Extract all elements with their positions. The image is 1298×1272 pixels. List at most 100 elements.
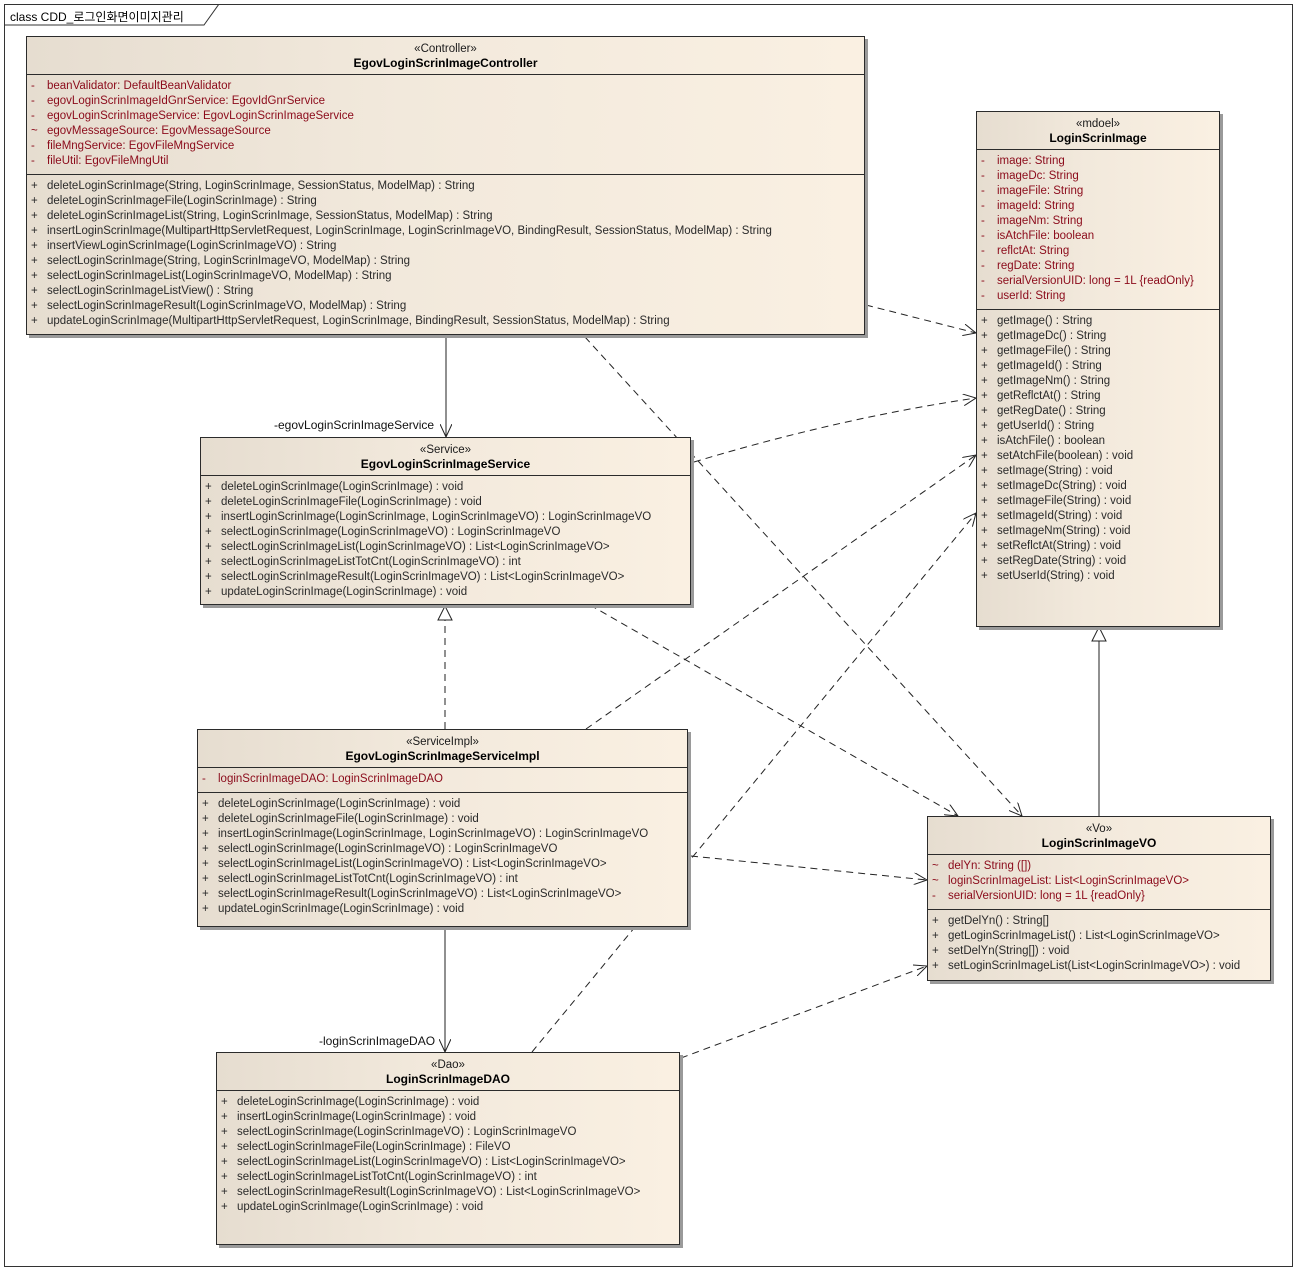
visibility-marker: + — [31, 195, 38, 207]
operation-text: deleteLoginScrinImageFile(LoginScrinImag… — [47, 195, 317, 207]
operation-text: deleteLoginScrinImage(LoginScrinImage) :… — [218, 798, 461, 810]
operation-row: +selectLoginScrinImageList(LoginScrinIma… — [198, 857, 687, 872]
operation-text: insertLoginScrinImage(LoginScrinImage, L… — [218, 828, 649, 840]
attribute-row: -imageNm: String — [977, 214, 1219, 229]
attribute-row: -imageDc: String — [977, 169, 1219, 184]
operation-text: selectLoginScrinImage(LoginScrinImageVO)… — [221, 526, 561, 538]
class-name: EgovLoginScrinImageServiceImpl — [345, 749, 540, 763]
operation-text: selectLoginScrinImage(LoginScrinImageVO)… — [218, 843, 558, 855]
visibility-marker: - — [31, 140, 35, 152]
visibility-marker: + — [202, 813, 209, 825]
operation-row: + deleteLoginScrinImageFile(LoginScrinIma… — [27, 194, 864, 209]
operation-text: getReflctAt() : String — [997, 390, 1101, 402]
attribute-row: -beanValidator: DefaultBeanValidator — [27, 79, 864, 94]
visibility-marker: + — [981, 345, 988, 357]
operation-row: +getImage() : String — [977, 314, 1219, 329]
class-header: «Controller» EgovLoginScrinImageControll… — [27, 37, 864, 75]
attribute-text: delYn: String ([]) — [948, 860, 1032, 872]
stereotype: «mdoel» — [1075, 118, 1121, 130]
visibility-marker: + — [932, 930, 939, 942]
operation-text: deleteLoginScrinImageList(String, LoginS… — [47, 210, 493, 222]
class-model[interactable]: «mdoel» LoginScrinImage -image: String-i… — [976, 111, 1220, 627]
visibility-marker: + — [981, 420, 988, 432]
visibility-marker: - — [31, 80, 35, 92]
attribute-row: -egovLoginScrinImageIdGnrService: EgovId… — [27, 94, 864, 109]
attribute-row: -fileUtil: EgovFileMngUtil — [27, 154, 864, 169]
visibility-marker: + — [981, 510, 988, 522]
attribute-row: ~egovMessageSource: EgovMessageSource — [27, 124, 864, 139]
class-name: LoginScrinImageDAO — [385, 1072, 510, 1086]
visibility-marker: + — [202, 873, 209, 885]
visibility-marker: + — [202, 903, 209, 915]
visibility-marker: + — [205, 556, 212, 568]
visibility-marker: + — [205, 586, 212, 598]
attribute-text: fileUtil: EgovFileMngUtil — [47, 155, 169, 167]
dep-serviceimpl-model — [585, 455, 976, 730]
operation-text: selectLoginScrinImageListView() : String — [47, 285, 254, 297]
visibility-marker: - — [981, 185, 985, 197]
operation-row: +selectLoginScrinImageList(LoginScrinIma… — [201, 540, 690, 555]
visibility-marker: + — [981, 525, 988, 537]
operation-text: setAtchFile(boolean) : void — [997, 450, 1134, 462]
attribute-row: -fileMngService: EgovFileMngService — [27, 139, 864, 154]
operation-row: +updateLoginScrinImage(LoginScrinImage) … — [198, 902, 687, 917]
operation-text: setImageId(String) : void — [997, 510, 1123, 522]
visibility-marker: + — [981, 450, 988, 462]
operations-section: +deleteLoginScrinImage(LoginScrinImage) … — [217, 1091, 679, 1220]
operation-row: + selectLoginScrinImage(String, LoginScri… — [27, 254, 864, 269]
attribute-row: -serialVersionUID: long = 1L {readOnly} — [977, 274, 1219, 289]
operation-text: setImageFile(String) : void — [997, 495, 1132, 507]
class-service-impl[interactable]: «ServiceImpl» EgovLoginScrinImageService… — [197, 729, 688, 927]
operation-row: +getLoginScrinImageList() : List<LoginSc… — [928, 929, 1270, 944]
operation-row: + setImageId(String) : void — [977, 509, 1219, 524]
visibility-marker: + — [932, 960, 939, 972]
attribute-row: -egovLoginScrinImageService: EgovLoginSc… — [27, 109, 864, 124]
class-header: «Vo» LoginScrinImageVO — [928, 817, 1270, 855]
operation-row: + selectLoginScrinImage(LoginScrinImageVO… — [198, 842, 687, 857]
operation-text: selectLoginScrinImageList(LoginScrinImag… — [47, 270, 392, 282]
visibility-marker: ~ — [932, 875, 939, 887]
operation-text: getRegDate() : String — [997, 405, 1106, 417]
operation-text: selectLoginScrinImageResult(LoginScrinIm… — [47, 300, 407, 312]
operation-text: setUserId(String) : void — [997, 570, 1115, 582]
class-dao[interactable]: «Dao» LoginScrinImageDAO +deleteLoginScr… — [216, 1052, 680, 1245]
class-service[interactable]: «Service» EgovLoginScrinImageService +de… — [200, 437, 691, 605]
visibility-marker: + — [205, 541, 212, 553]
visibility-marker: + — [221, 1186, 228, 1198]
visibility-marker: + — [981, 435, 988, 447]
visibility-marker: + — [221, 1096, 228, 1108]
attribute-text: loginScrinImageList: List<LoginScrinImag… — [948, 875, 1189, 887]
class-vo[interactable]: «Vo» LoginScrinImageVO ~ delYn: String ([… — [927, 816, 1271, 981]
attribute-text: egovMessageSource: EgovMessageSource — [47, 125, 271, 137]
visibility-marker: + — [202, 843, 209, 855]
attribute-row: -regDate: String — [977, 259, 1219, 274]
operation-row: +deleteLoginScrinImage(LoginScrinImage) … — [217, 1095, 679, 1110]
class-name: EgovLoginScrinImageService — [360, 457, 531, 471]
operation-text: insertLoginScrinImage(MultipartHttpServl… — [47, 225, 772, 237]
operation-row: +isAtchFile() : boolean — [977, 434, 1219, 449]
dep-service-model — [693, 398, 976, 463]
visibility-marker: - — [202, 773, 206, 785]
role-label-service: -egovLoginScrinImageService — [274, 418, 435, 432]
operation-row: + setAtchFile(boolean) : void — [977, 449, 1219, 464]
operation-text: deleteLoginScrinImage(String, LoginScrin… — [47, 180, 475, 192]
attribute-text: egovLoginScrinImageIdGnrService: EgovIdG… — [47, 95, 326, 107]
visibility-marker: + — [221, 1126, 228, 1138]
class-controller[interactable]: «Controller» EgovLoginScrinImageControll… — [26, 36, 865, 335]
operations-section: + deleteLoginScrinImage(String, LoginScri… — [27, 175, 864, 334]
class-header: «ServiceImpl» EgovLoginScrinImageService… — [198, 730, 687, 768]
operation-row: +setDelYn(String[]) : void — [928, 944, 1270, 959]
visibility-marker: + — [31, 255, 38, 267]
visibility-marker: + — [981, 540, 988, 552]
operation-text: selectLoginScrinImageFile(LoginScrinImag… — [237, 1141, 511, 1153]
operation-text: setDelYn(String[]) : void — [948, 945, 1070, 957]
operation-row: +updateLoginScrinImage(MultipartHttpServ… — [27, 314, 864, 329]
operation-row: +setUserId(String) : void — [977, 569, 1219, 584]
visibility-marker: - — [981, 275, 985, 287]
visibility-marker: + — [981, 360, 988, 372]
visibility-marker: + — [202, 798, 209, 810]
visibility-marker: + — [31, 240, 38, 252]
attribute-text: egovLoginScrinImageService: EgovLoginScr… — [47, 110, 354, 122]
visibility-marker: + — [31, 300, 38, 312]
operation-text: selectLoginScrinImage(String, LoginScrin… — [47, 255, 411, 267]
